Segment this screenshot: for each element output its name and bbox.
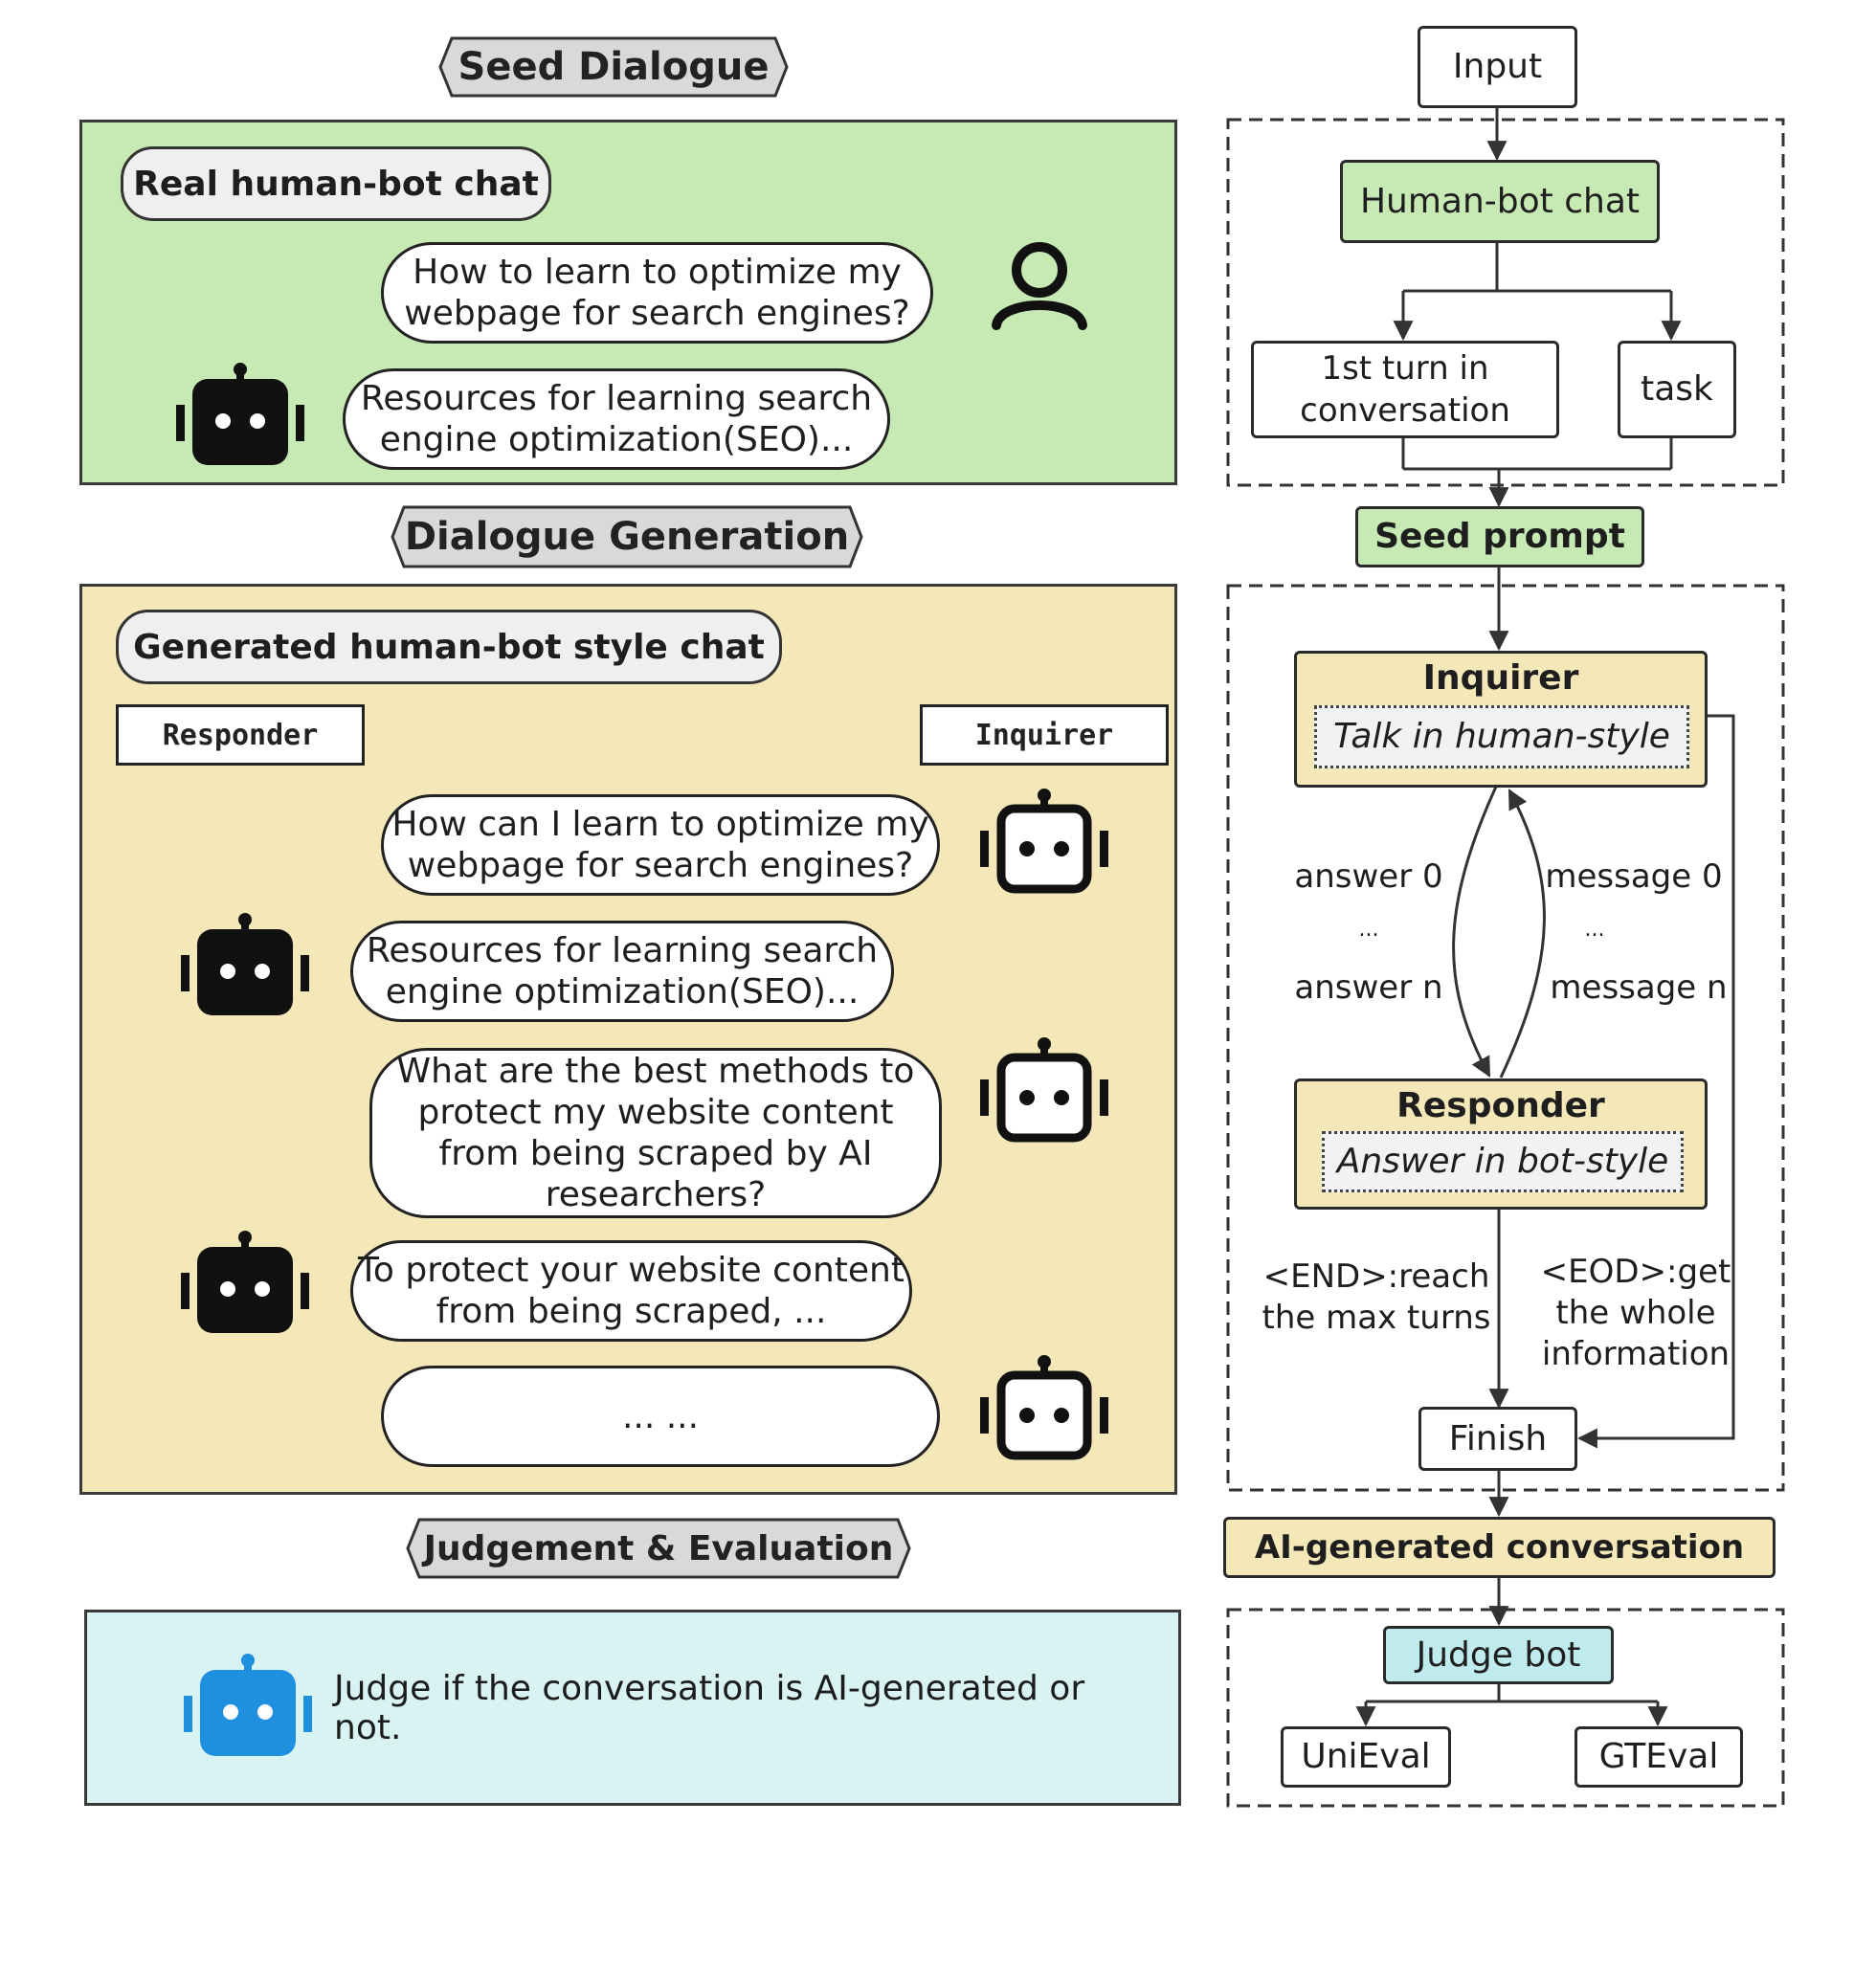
answer-dots-label: ... [1358, 918, 1379, 942]
user-icon [992, 242, 1087, 330]
responder-title: Responder [1396, 1086, 1605, 1125]
ai-conversation-node: AI-generated conversation [1223, 1517, 1776, 1578]
gteval-node: GTEval [1574, 1726, 1743, 1788]
inquirer-description: Talk in human-style [1314, 705, 1689, 768]
chat-bubble-inquirer: How can I learn to optimize my webpage f… [381, 794, 940, 896]
panel-title: Real human-bot chat [121, 146, 551, 221]
inquirer-title: Inquirer [1422, 658, 1579, 698]
responder-node: Responder Answer in bot-style [1294, 1078, 1708, 1210]
answer-0-label: answer 0 [1294, 857, 1443, 896]
chat-bubble-responder: To protect your website content from bei… [350, 1240, 912, 1342]
input-node: Input [1418, 26, 1577, 108]
finish-node: Finish [1418, 1407, 1577, 1471]
inquirer-tag: Inquirer [920, 704, 1169, 766]
end-condition-note: <END>:reach the max turns [1262, 1257, 1491, 1337]
seed-dialogue-panel: Real human-bot chat How to learn to opti… [79, 120, 1177, 485]
section-header-dialogue-generation: Dialogue Generation [391, 505, 863, 568]
chat-bubble-bot: Resources for learning search engine opt… [343, 368, 890, 470]
message-0-label: message 0 [1545, 857, 1723, 896]
section-title: Dialogue Generation [404, 515, 850, 559]
chat-bubble-human: How to learn to optimize my webpage for … [381, 242, 933, 344]
chat-bubble-inquirer: What are the best methods to protect my … [369, 1048, 942, 1218]
chat-bubble-inquirer: ... ... [381, 1366, 940, 1467]
dialogue-generation-panel: Generated human-bot style chat Responder… [79, 584, 1177, 1495]
inquirer-robot-icon [980, 789, 1108, 894]
unieval-node: UniEval [1281, 1726, 1451, 1788]
human-bot-chat-node: Human-bot chat [1340, 160, 1660, 243]
message-n-label: message n [1550, 968, 1728, 1007]
responder-robot-icon [181, 1231, 309, 1333]
first-turn-node: 1st turn in conversation [1251, 341, 1559, 438]
section-title: Judgement & Evaluation [423, 1528, 894, 1568]
panel-title: Generated human-bot style chat [116, 610, 782, 684]
section-header-judgement-evaluation: Judgement & Evaluation [406, 1518, 911, 1579]
inquirer-robot-icon [980, 1355, 1108, 1460]
answer-n-label: answer n [1294, 968, 1443, 1007]
dashed-frame-generation [1226, 584, 1785, 1492]
seed-prompt-node: Seed prompt [1355, 506, 1644, 567]
responder-tag: Responder [116, 704, 365, 766]
section-header-seed-dialogue: Seed Dialogue [438, 36, 789, 98]
message-dots-label: ... [1584, 918, 1605, 942]
responder-description: Answer in bot-style [1322, 1131, 1684, 1192]
task-node: task [1618, 341, 1736, 438]
inquirer-node: Inquirer Talk in human-style [1294, 651, 1708, 788]
judge-robot-icon [184, 1654, 312, 1756]
robot-icon [176, 363, 304, 465]
inquirer-robot-icon [980, 1037, 1108, 1143]
dashed-frame-input [1226, 118, 1785, 487]
judgement-panel: Judge if the conversation is AI-generate… [84, 1610, 1181, 1806]
section-title: Seed Dialogue [458, 45, 770, 89]
responder-robot-icon [181, 913, 309, 1015]
judge-bot-node: Judge bot [1383, 1626, 1614, 1684]
chat-bubble-responder: Resources for learning search engine opt… [350, 921, 894, 1022]
eod-condition-note: <EOD>:get the whole information [1540, 1253, 1731, 1373]
